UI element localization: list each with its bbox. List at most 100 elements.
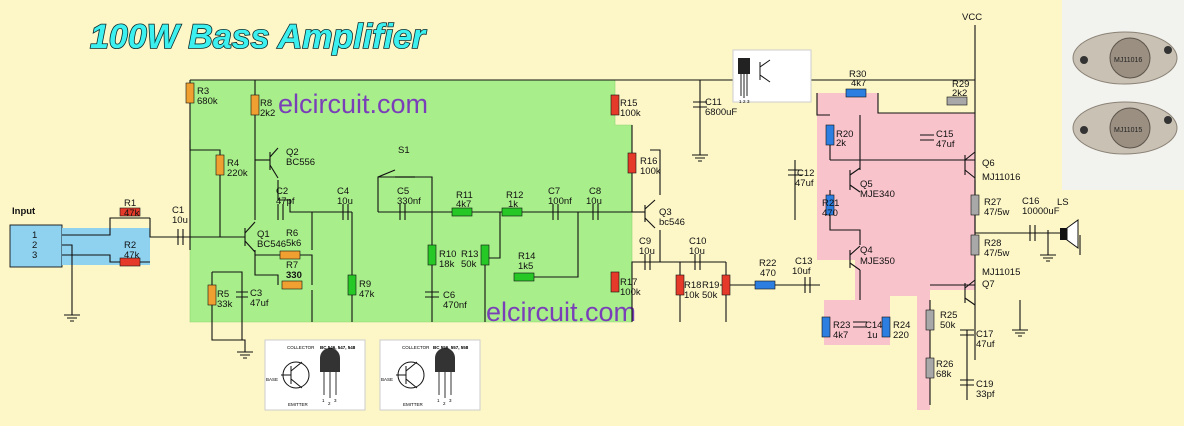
r23-body	[821, 316, 831, 338]
r12-body	[501, 207, 523, 217]
q6-ref: Q6	[982, 158, 995, 169]
input-connector	[9, 224, 63, 268]
r11-body	[451, 207, 473, 217]
r15-body	[610, 94, 620, 116]
r6-body	[279, 250, 301, 260]
q1-value: BC546	[257, 239, 286, 250]
c13-value: 10uf	[792, 266, 811, 277]
pinout-npn-pin-3: 3	[334, 398, 337, 403]
r19-value: 50k	[702, 290, 718, 301]
r10-ref: R10	[439, 249, 456, 260]
r5-ref: R5	[217, 289, 229, 300]
pinout-pnp-pin-2: 2	[443, 401, 446, 406]
pinout-mje-pin-1: 1	[739, 99, 742, 104]
speaker-icon	[1060, 219, 1079, 249]
r18-ref: R18	[684, 280, 701, 291]
r26-value: 68k	[936, 369, 952, 380]
pinout-npn-pin-2: 2	[328, 401, 331, 406]
c6-ref: C6	[443, 290, 455, 301]
pinout-pnp-header: BC 556, 557, 558	[433, 345, 469, 350]
r21-body	[825, 194, 835, 216]
diagram-title: 100W Bass Amplifier	[90, 18, 427, 56]
q6-value: MJ11016	[982, 172, 1020, 183]
r7-body	[281, 280, 303, 290]
c8-ref: C8	[589, 186, 601, 197]
q2-value: BC556	[286, 157, 315, 168]
r29-body	[946, 96, 968, 106]
r21-value: 470	[822, 208, 838, 219]
c19-value: 33pf	[976, 389, 995, 400]
r10-body	[427, 244, 437, 266]
power-transistor-photo: MJ11016 MJ11015	[1062, 0, 1184, 190]
r21-ref: R21	[822, 198, 839, 209]
r16-value: 100k	[640, 166, 661, 177]
to3-top-can	[1109, 37, 1151, 79]
r23-ref: R23	[833, 320, 850, 331]
q1-ref: Q1	[257, 229, 270, 240]
r8-body	[250, 94, 260, 116]
r12-value: 1k	[508, 199, 518, 210]
r9-body	[347, 274, 357, 296]
pinout-mje-pin-3: 3	[747, 99, 750, 104]
c9-ref: C9	[639, 236, 651, 247]
r17-ref: R17	[620, 277, 637, 288]
pinout-pnp-pin-3: 3	[449, 398, 452, 403]
q2-ref: Q2	[286, 147, 299, 158]
c19-ref: C19	[976, 379, 993, 390]
r26-ref: R26	[936, 359, 953, 370]
c3-value: 47uf	[250, 298, 269, 309]
q3-value: bc546	[659, 217, 685, 228]
pinout-npn-collector: COLLECTOR	[287, 345, 315, 350]
c7-ref: C7	[548, 186, 560, 197]
r25-ref: R25	[940, 310, 957, 321]
c5-value: 330nf	[397, 196, 421, 207]
pinout-pnp-collector: COLLECTOR	[402, 345, 430, 350]
r12-ref: R12	[506, 190, 523, 201]
c2-value: 47pf	[276, 196, 295, 207]
c10-value: 10u	[689, 246, 705, 257]
pinout-npn-inset: BC 546, 547, 548 COLLECTOR BASE EMITTER …	[264, 339, 366, 411]
r30-body	[845, 88, 867, 98]
r18-value: 10k	[684, 290, 700, 301]
r20-value: 2k	[836, 138, 846, 149]
r24-ref: R24	[893, 320, 910, 331]
pinout-pnp-emitter: EMITTER	[403, 402, 423, 407]
r2-ref: R2	[124, 240, 136, 251]
r29-ref: R29	[952, 79, 969, 90]
r14-ref: R14	[518, 251, 535, 262]
r17-value: 100k	[620, 287, 641, 298]
r20-ref: R20	[836, 129, 853, 140]
r23-value: 4k7	[833, 330, 848, 341]
r22-ref: R22	[759, 258, 776, 269]
r2-body	[119, 257, 141, 267]
q3-ref: Q3	[659, 207, 672, 218]
r13-body	[480, 244, 490, 266]
pinout-npn-pin-1: 1	[322, 398, 325, 403]
r24-value: 220	[893, 330, 909, 341]
pinout-mje-frame	[732, 49, 812, 103]
r20-body	[825, 124, 835, 146]
pinout-npn-emitter: EMITTER	[288, 402, 308, 407]
r29-value: 2k2	[952, 88, 967, 99]
c4-ref: C4	[337, 186, 349, 197]
r27-body	[970, 194, 980, 216]
r15-value: 100k	[620, 108, 641, 119]
r15-ref: R15	[620, 98, 637, 109]
pinout-pnp-inset: BC 556, 557, 558 COLLECTOR BASE EMITTER …	[379, 339, 481, 411]
r4-body	[215, 154, 225, 176]
q7-value: MJ11015	[982, 267, 1020, 278]
r25-value: 50k	[940, 320, 956, 331]
c14-ref: C14	[865, 320, 882, 331]
r30-value: 4k7	[851, 78, 866, 89]
s1-ref: S1	[398, 145, 410, 156]
c14-value: 1u	[867, 330, 878, 341]
r22-body	[754, 280, 776, 290]
r13-ref: R13	[461, 249, 478, 260]
r18-body	[675, 274, 685, 296]
r25-body	[925, 309, 935, 331]
q5-value: MJE340	[860, 189, 895, 200]
c17-ref: C17	[976, 329, 993, 340]
q7-ref: Q7	[982, 279, 995, 290]
ground-symbols	[64, 154, 1056, 359]
pinout-npn-base: BASE	[266, 377, 278, 382]
